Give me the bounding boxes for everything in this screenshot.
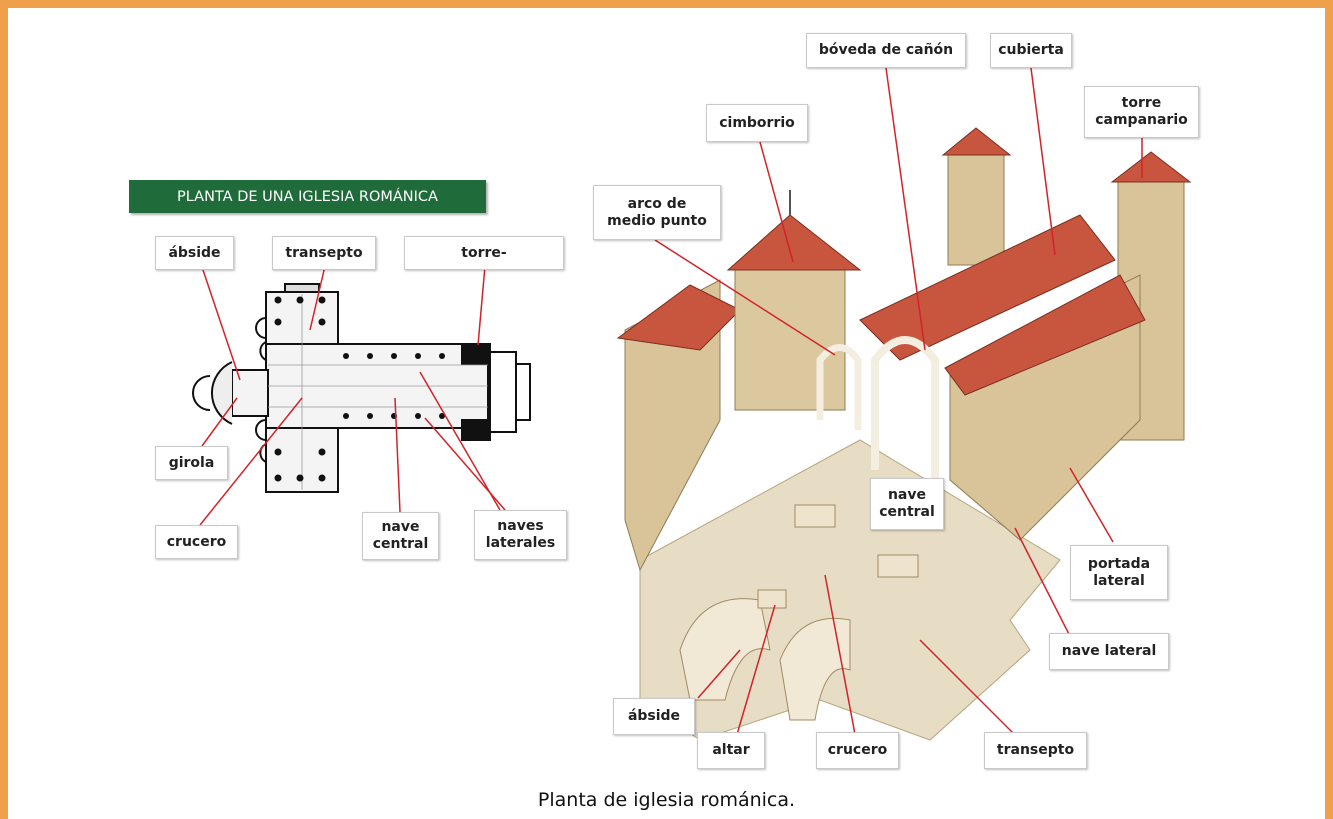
label-torre-plan: torre- [404,236,564,270]
label-nave-lateral: nave lateral [1049,633,1169,670]
label-nave-central: nave central [870,478,944,530]
label-girola-plan: girola [155,446,228,480]
label-cubierta: cubierta [990,33,1072,68]
label-portada-lateral: portada lateral [1070,545,1168,600]
label-cimborrio: cimborrio [706,104,808,142]
label-transepto-plan: transepto [272,236,376,270]
label-boveda: bóveda de cañón [806,33,966,68]
label-crucero-plan: crucero [155,525,238,559]
label-crucero: crucero [816,732,899,769]
figure-caption: Planta de iglesia románica. [537,789,796,811]
label-transepto: transepto [984,732,1087,769]
label-altar: altar [697,732,765,769]
label-abside-plan: ábside [155,236,234,270]
plan-title-banner: PLANTA DE UNA IGLESIA ROMÁNICA [129,180,486,213]
label-torre-campanario: torre campanario [1084,86,1199,138]
label-abside: ábside [613,698,695,735]
label-nave-central-plan: nave central [362,512,439,560]
label-arco: arco de medio punto [593,185,721,240]
label-naves-laterales-plan: naves laterales [474,510,567,560]
